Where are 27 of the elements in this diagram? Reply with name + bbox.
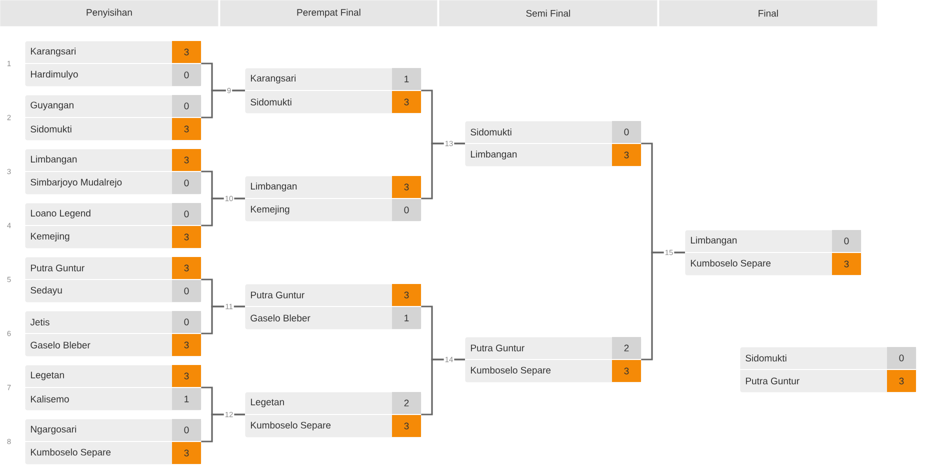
- match-box: Sidomukti 0 Putra Guntur 3: [740, 347, 916, 392]
- match-box: Limbangan 0 Kumboselo Separe 3: [684, 230, 862, 276]
- bracket-line: [421, 358, 465, 416]
- match-box: Limbangan 3 Kemejing 0: [244, 176, 422, 222]
- bracket-line: [641, 252, 685, 360]
- round-header: Perempat Final: [220, 0, 438, 26]
- match-box: Karangsari 3 Hardimulyo 0: [24, 41, 202, 86]
- bracket-line: [201, 198, 245, 226]
- match-box: Jetis 0 Gaselo Bleber 3: [24, 311, 202, 356]
- match-box: Karangsari 1 Sidomukti 3: [244, 68, 422, 114]
- match-box: Loano Legend 0 Kemejing 3: [24, 203, 202, 248]
- match-box: Putra Guntur 3 Sedayu 0: [24, 257, 202, 302]
- round-header: Penyisihan: [0, 0, 218, 26]
- round-header: Semi Final: [439, 0, 658, 26]
- match-box: Limbangan 3 Simbarjoyo Mudalrejo 0: [24, 149, 202, 194]
- match-box: Legetan 2 Kumboselo Separe 3: [244, 392, 422, 438]
- match-box: Putra Guntur 2 Kumboselo Separe 3: [464, 337, 642, 382]
- match-box: Legetan 3 Kalisemo 1: [24, 365, 202, 410]
- match-box: Ngargosari 0 Kumboselo Separe 3: [24, 419, 202, 464]
- bracket-line: [201, 306, 245, 334]
- round-header: Final: [659, 0, 878, 26]
- bracket-line: [421, 142, 465, 200]
- match-box: Sidomukti 0 Limbangan 3: [464, 121, 642, 166]
- bracket-line: [201, 414, 245, 442]
- bracket-line: [201, 90, 245, 118]
- match-box: Guyangan 0 Sidomukti 3: [24, 95, 202, 140]
- match-box: Putra Guntur 3 Gaselo Bleber 1: [244, 284, 422, 330]
